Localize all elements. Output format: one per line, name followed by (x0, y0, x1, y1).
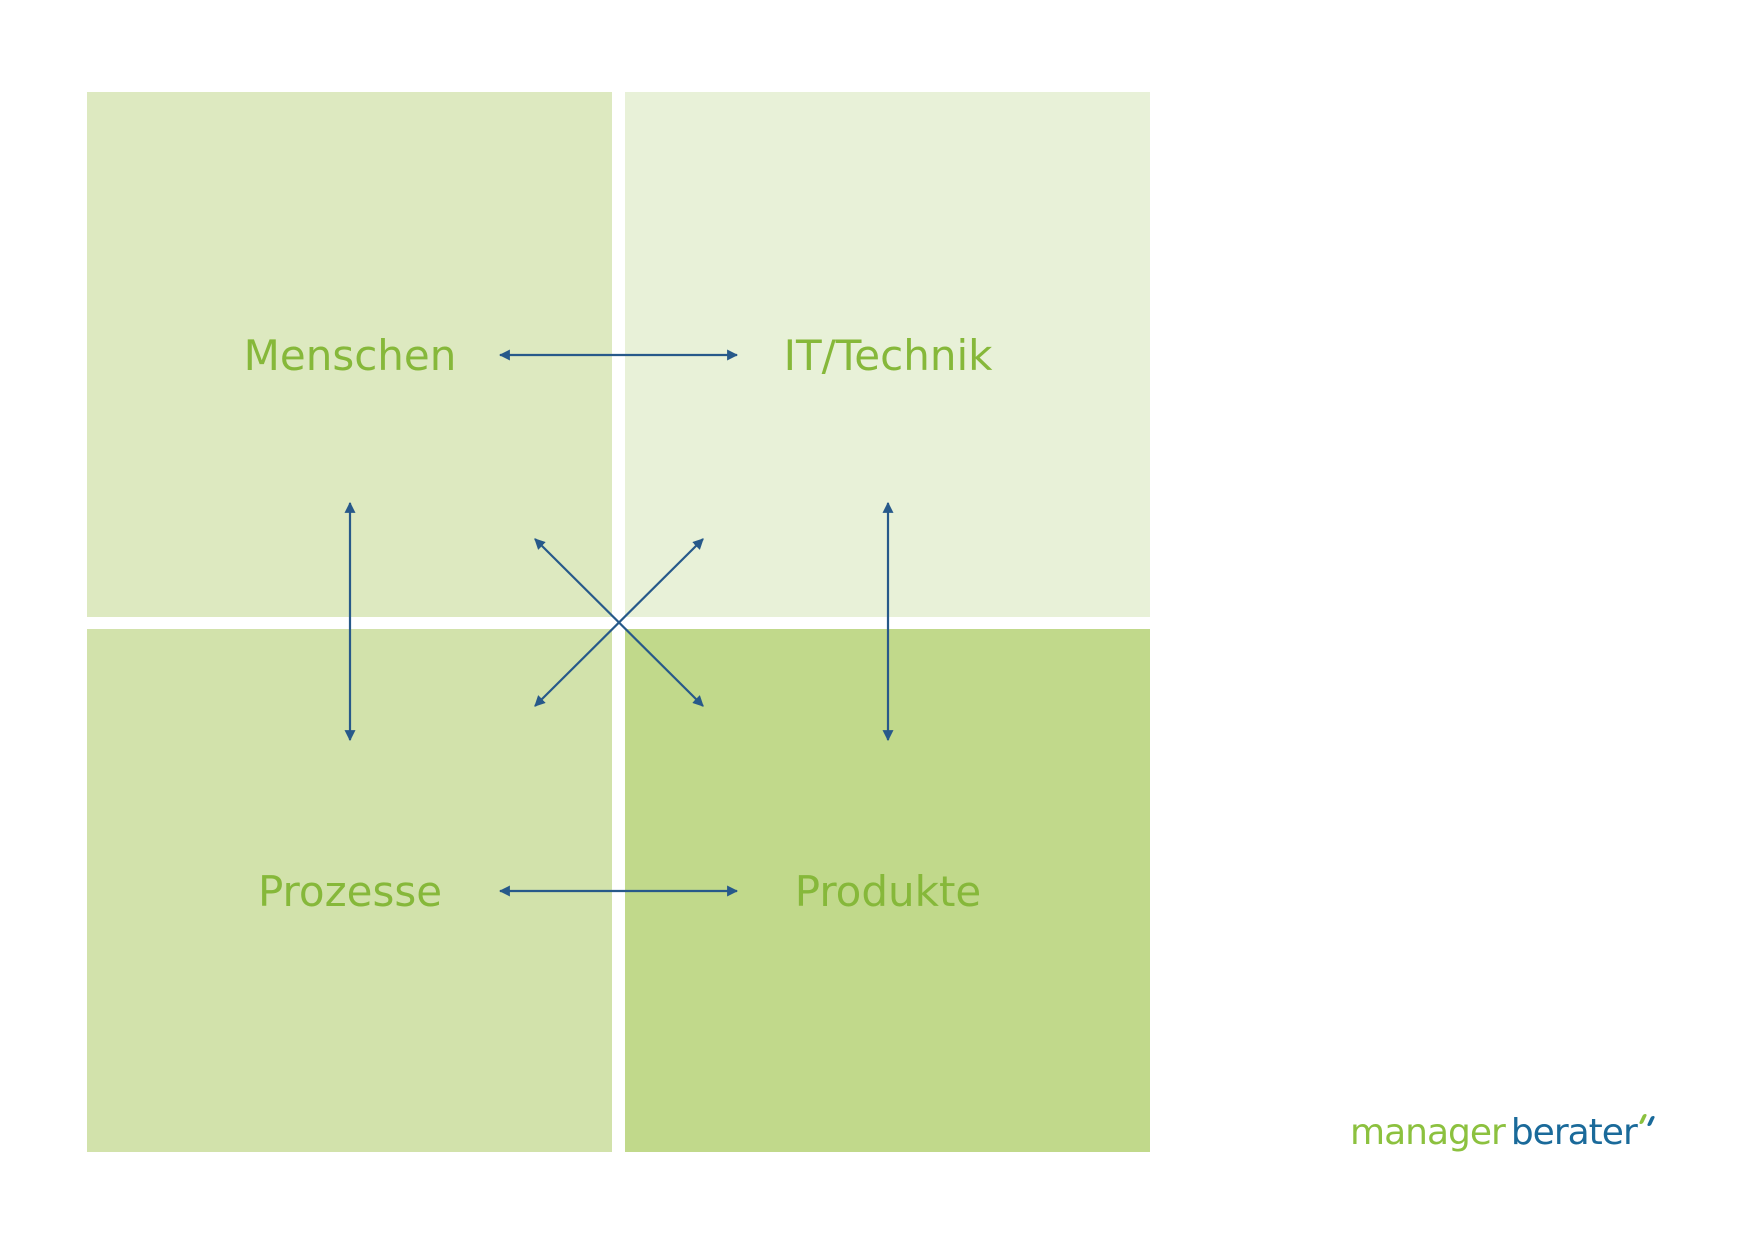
logo-text-manager: manager (1350, 1112, 1506, 1153)
label-menschen: Menschen (243, 331, 457, 380)
logo-text-berater: berater (1510, 1112, 1638, 1153)
arrow-it-technik-prozesse (534, 538, 704, 707)
label-it-technik: IT/Technik (783, 331, 993, 380)
label-produkte: Produkte (794, 867, 982, 916)
logo-tick-icon (1638, 1114, 1657, 1134)
label-prozesse: Prozesse (257, 867, 443, 916)
